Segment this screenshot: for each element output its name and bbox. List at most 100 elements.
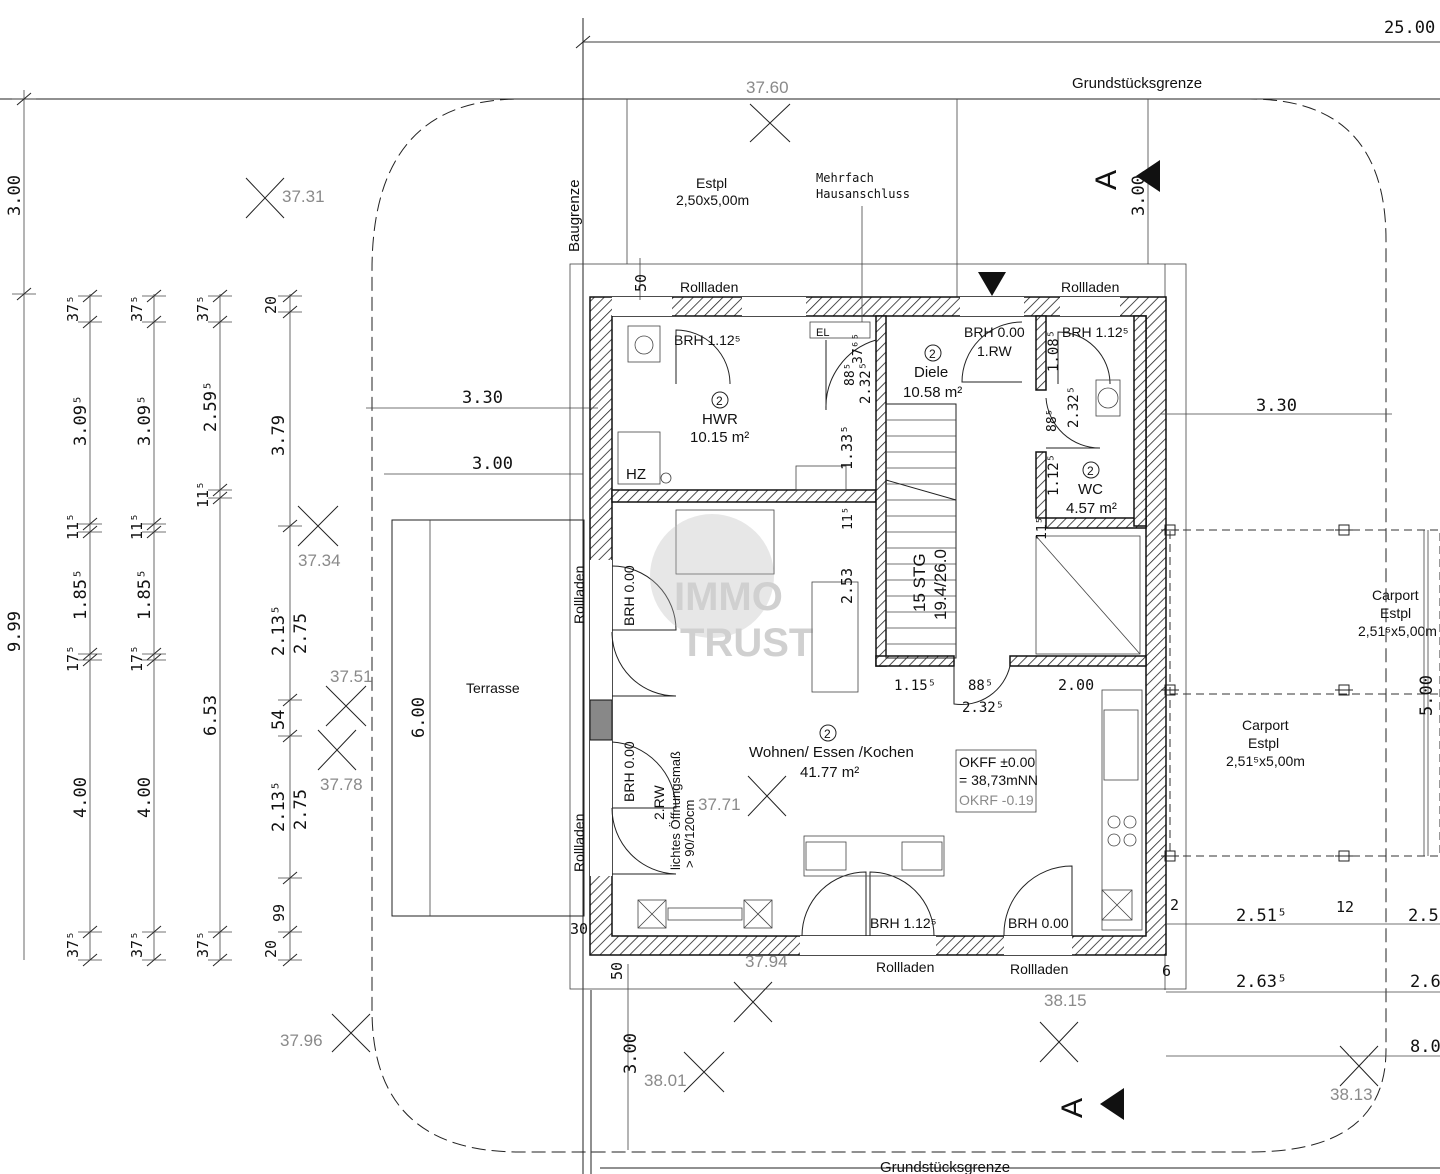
opening-2: > 90/120cm (682, 800, 697, 868)
dim-50b: 50 (608, 962, 626, 980)
window-annotations: Rollladen Rollladen Rollladen Rollladen … (571, 279, 1129, 977)
ldim-c4-4: 37⁵ (194, 931, 212, 958)
watermark-logo: IMMO TRUST (650, 514, 813, 665)
room-hwr-num: 2 (716, 394, 723, 408)
ldim-c5-0: 20 (262, 296, 280, 314)
staircase: 15 STG 19.4/26.0 (885, 403, 957, 659)
left-dimensions (12, 90, 302, 967)
rollladen-3: Rollladen (571, 566, 587, 624)
rollladen-2: Rollladen (1061, 279, 1119, 295)
okff-1: OKFF ±0.00 (959, 754, 1035, 770)
room-wohnen-num: 2 (824, 727, 831, 741)
watermark-top: IMMO (674, 575, 783, 619)
ldim-c2-6: 37⁵ (64, 931, 82, 958)
okff-2: = 38,73mNN (959, 772, 1038, 788)
ldim-c3-0: 37⁵ (128, 295, 146, 322)
room-wc-name: WC (1078, 481, 1103, 498)
section-markers: A A (978, 160, 1160, 1120)
elevation-labels: 37.60 37.31 37.34 37.51 37.78 37.71 37.9… (280, 78, 1373, 1104)
ldim-c5-6: 20 (262, 940, 280, 958)
ldim-c5-3: 54 (269, 710, 289, 730)
parking: Estpl 2,50x5,00m Carport Estpl 2,51⁵x5,0… (676, 175, 1440, 862)
carport2-size: 2,51⁵x5,00m (1226, 753, 1305, 769)
ldim-c2-4: 17⁵ (64, 645, 82, 672)
elev-4: 37.51 (330, 667, 373, 686)
int-2325a: 2.32⁵ (858, 362, 874, 404)
room-wc-num: 2 (1087, 464, 1094, 478)
ldim-c5-1: 3.79 (269, 415, 289, 456)
int-253: 2.53 (838, 568, 856, 604)
dim-330a: 3.30 (462, 388, 503, 408)
rw-2: 2.RW (651, 784, 667, 820)
dim-6: 6 (1162, 962, 1171, 980)
el-label: EL (816, 327, 829, 339)
brh-4: BRH 0.00 (621, 565, 637, 626)
room-wc-area: 4.57 m² (1066, 500, 1117, 517)
elev-11: 38.13 (1330, 1085, 1373, 1104)
ldim-c5-4: 2.13⁵ (269, 781, 289, 832)
ldim-c2-1: 3.09⁵ (71, 395, 91, 446)
ldim-c3-1: 3.09⁵ (135, 395, 155, 446)
utility-line1: Mehrfach (816, 171, 874, 185)
room-diele-num: 2 (929, 347, 936, 361)
level-box: OKFF ±0.00 = 38,73mNN OKRF -0.19 (955, 749, 1038, 813)
utility-line2: Hausanschluss (816, 187, 910, 201)
elev-1: 37.60 (746, 78, 789, 97)
brh-6: BRH 1.12⁵ (870, 915, 937, 931)
dim-300b: 3.00 (621, 1033, 641, 1074)
elev-10: 38.01 (644, 1071, 687, 1090)
misc-dimensions: 3.30 3.00 6.00 3.30 3.00 50 50 30 3.00 5… (366, 175, 1440, 1150)
room-wohnen-area: 41.77 m² (800, 764, 859, 781)
dim-30: 30 (570, 920, 588, 938)
elev-8: 38.15 (1044, 991, 1087, 1010)
dim-12: 12 (1336, 898, 1354, 916)
int-2325c: 2.32⁵ (1066, 386, 1082, 428)
rollladen-4: Rollladen (571, 814, 587, 872)
setback-curve (371, 98, 1387, 1153)
okff-3: OKRF -0.19 (959, 792, 1034, 808)
dim-overall: 25.00 (575, 18, 1440, 49)
elev-7: 37.94 (745, 952, 788, 971)
ldim-c2-3: 1.85⁵ (71, 569, 91, 620)
ldim-c5-2: 2.13⁵ (269, 605, 289, 656)
section-label-top: A (1090, 170, 1123, 190)
rollladen-6: Rollladen (1010, 961, 1068, 977)
int-885c: 88⁵ (1045, 409, 1060, 432)
dim-50a: 50 (632, 274, 650, 292)
room-wohnen-name: Wohnen/ Essen /Kochen (749, 744, 914, 761)
roof-outline (569, 263, 1187, 990)
terrace: Terrasse (391, 519, 585, 917)
elev-2: 37.31 (282, 187, 325, 206)
hz-label: HZ (626, 466, 646, 483)
boundary-label-bottom: Grundstücksgrenze (880, 1159, 1010, 1174)
room-diele-name: Diele (914, 364, 948, 381)
ldim-c6-1: 2.75 (291, 789, 311, 830)
baugrenze-label: Baugrenze (566, 179, 583, 252)
rollladen-5: Rollladen (876, 959, 934, 975)
elev-9: 37.96 (280, 1031, 323, 1050)
room-labels: 2 HWR 10.15 m² 2 Diele 10.58 m² 2 WC 4.5… (690, 344, 1117, 781)
dim-300: 3.00 (472, 454, 513, 474)
ldim-c3-3: 1.85⁵ (135, 569, 155, 620)
room-hwr-area: 10.15 m² (690, 429, 749, 446)
ldim-c4-1: 2.59⁵ (201, 381, 221, 432)
dim-330b: 3.30 (1256, 396, 1297, 416)
dim-2: 2 (1170, 896, 1179, 914)
ldim-c1-0: 3.00 (5, 175, 25, 216)
stair-steps: 15 STG (910, 553, 929, 612)
dim-500: 5.00 (1417, 675, 1437, 716)
brh-5: BRH 0.00 (621, 741, 637, 802)
room-hwr-name: HWR (702, 411, 738, 428)
dim-600: 6.00 (409, 697, 429, 738)
watermark-bottom: TRUST (680, 621, 813, 665)
outer-walls (589, 296, 1167, 956)
rw-1: 1.RW (977, 343, 1013, 359)
ldim-c4-0: 37⁵ (194, 295, 212, 322)
brh-1: BRH 1.12⁵ (674, 332, 741, 348)
dim-802: 8.02 (1410, 1037, 1440, 1057)
ldim-c1-1: 9.99 (5, 611, 25, 652)
int-885a: 88⁵ (843, 363, 858, 386)
carport2-sub: Estpl (1248, 735, 1279, 751)
dim-2635b: 2.63 (1410, 972, 1440, 992)
int-885b: 88⁵ (968, 678, 993, 694)
